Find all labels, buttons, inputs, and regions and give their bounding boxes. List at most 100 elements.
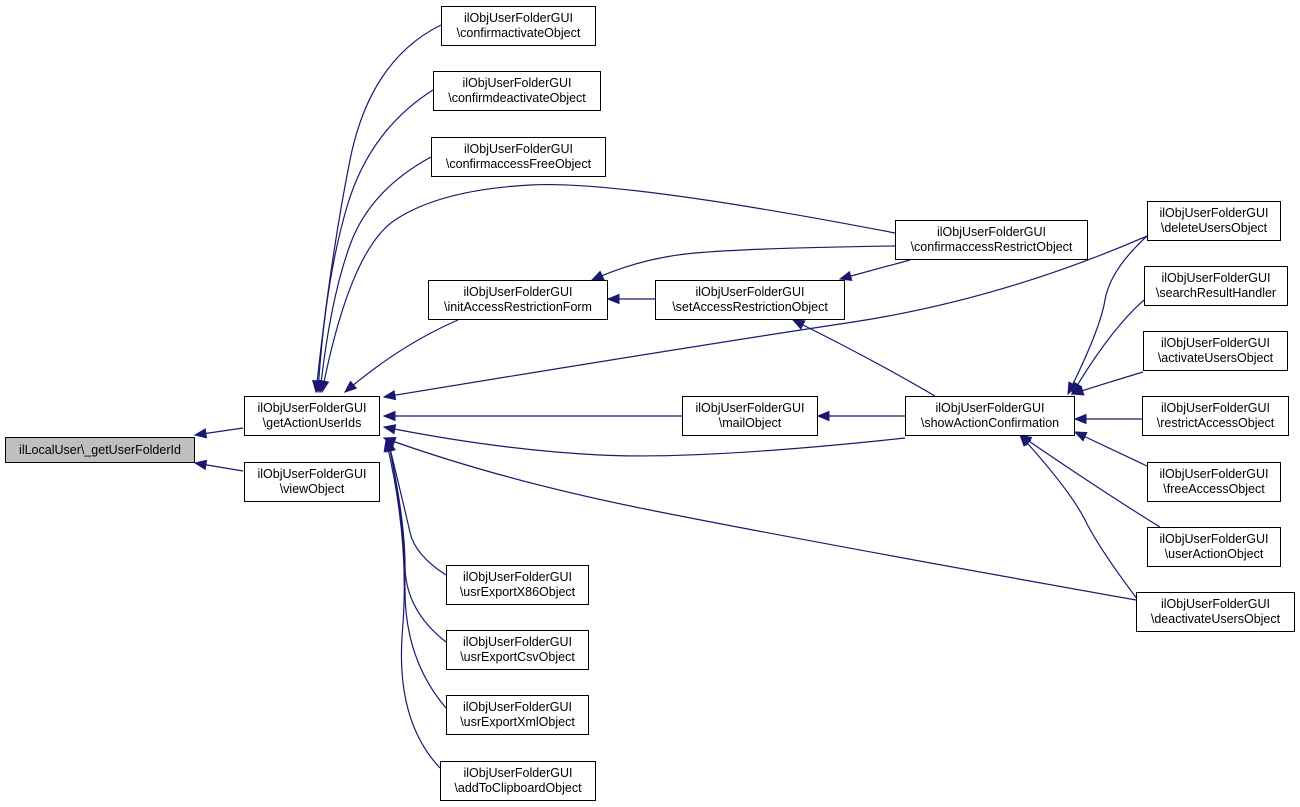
node-initForm-line1: ilObjUserFolderGUI — [463, 285, 573, 299]
node-activateU-line2: \activateUsersObject — [1157, 351, 1274, 365]
node-deleteUsers-line1: ilObjUserFolderGUI — [1159, 206, 1269, 220]
node-showAction[interactable]: ilObjUserFolderGUI \showActionConfirmati… — [905, 396, 1075, 436]
node-addClip-line1: ilObjUserFolderGUI — [463, 766, 573, 780]
node-confFree-line2: \confirmaccessFreeObject — [445, 157, 592, 171]
node-deleteUsers-line2: \deleteUsersObject — [1160, 221, 1268, 235]
node-deactU-line1: ilObjUserFolderGUI — [1160, 597, 1271, 611]
node-confAct-line2: \confirmactivateObject — [456, 26, 581, 40]
edge-freeAccess-to-showAction — [1074, 431, 1148, 467]
edge-showAction-to-getAction — [383, 426, 906, 457]
node-confFree-line1: ilObjUserFolderGUI — [463, 142, 574, 156]
arrowhead-activateU-to-showAction — [1070, 385, 1085, 396]
node-deleteUsers[interactable]: ilObjUserFolderGUI \deleteUsersObject — [1147, 201, 1281, 241]
arrowhead-confRestr-to-setAccess — [838, 270, 853, 282]
node-freeAccess[interactable]: ilObjUserFolderGUI \freeAccessObject — [1147, 462, 1281, 502]
node-addClip[interactable]: ilObjUserFolderGUI \addToClipboardObject — [440, 761, 596, 801]
node-mailObj[interactable]: ilObjUserFolderGUI \mailObject — [682, 396, 818, 436]
node-expCsv[interactable]: ilObjUserFolderGUI \usrExportCsvObject — [446, 630, 589, 670]
node-expCsv-line1: ilObjUserFolderGUI — [462, 635, 573, 649]
arrowhead-viewObj-to-root — [193, 459, 208, 471]
edge-confDeact-to-getAction — [317, 89, 434, 393]
arrowhead-setAccess-to-initForm — [606, 293, 620, 305]
node-expXml-line1: ilObjUserFolderGUI — [462, 700, 573, 714]
edge-deactU-to-showAction — [1019, 434, 1139, 601]
node-addClip-line2: \addToClipboardObject — [454, 781, 582, 795]
node-expCsv-line2: \usrExportCsvObject — [460, 650, 575, 664]
node-confAct-line1: ilObjUserFolderGUI — [463, 11, 574, 25]
arrowhead-showAction-to-mailObj — [816, 410, 830, 422]
node-mailObj-line2: \mailObject — [718, 416, 782, 430]
arrowhead-initForm-to-getAction — [343, 380, 358, 393]
edge-userAction-to-showAction — [1019, 434, 1161, 528]
node-userAction-line2: \userActionObject — [1164, 547, 1264, 561]
edge-addClip-to-getAction — [385, 439, 441, 769]
arrowhead-getAction-to-root — [193, 428, 208, 439]
edge-showAction-to-setAccess — [792, 319, 936, 397]
arrowhead-showAction-to-getAction — [382, 424, 397, 435]
node-restrictA-line2: \restrictAccessObject — [1156, 416, 1275, 430]
node-activateU[interactable]: ilObjUserFolderGUI \activateUsersObject — [1143, 331, 1288, 371]
node-confAct[interactable]: ilObjUserFolderGUI \confirmactivateObjec… — [441, 6, 596, 46]
node-restrictA[interactable]: ilObjUserFolderGUI \restrictAccessObject — [1142, 396, 1289, 436]
node-confDeact-line2: \confirmdeactivateObject — [448, 91, 586, 105]
node-confFree[interactable]: ilObjUserFolderGUI \confirmaccessFreeObj… — [431, 137, 606, 177]
node-initForm[interactable]: ilObjUserFolderGUI \initAccessRestrictio… — [428, 280, 608, 320]
node-freeAccess-line1: ilObjUserFolderGUI — [1159, 467, 1269, 481]
node-searchRes-line1: ilObjUserFolderGUI — [1161, 271, 1271, 285]
arrowhead-freeAccess-to-showAction — [1073, 431, 1088, 442]
node-freeAccess-line2: \freeAccessObject — [1163, 482, 1265, 496]
node-expX86-line1: ilObjUserFolderGUI — [462, 570, 573, 584]
node-setAccess-line2: \setAccessRestrictionObject — [672, 300, 828, 314]
node-viewObj-line1: ilObjUserFolderGUI — [257, 467, 367, 481]
arrowhead-addClip-to-getAction — [383, 438, 394, 453]
node-searchRes[interactable]: ilObjUserFolderGUI \searchResultHandler — [1144, 266, 1288, 306]
node-viewObj-line2: \viewObject — [279, 482, 345, 496]
arrowhead-restrictA-to-showAction — [1073, 413, 1087, 425]
edge-confRestr-to-getAction — [321, 183, 896, 393]
arrowhead-confRestr-to-initForm — [590, 270, 605, 281]
edge-expX86-to-getAction — [387, 439, 447, 576]
node-userAction[interactable]: ilObjUserFolderGUI \userActionObject — [1147, 527, 1281, 567]
edge-expXml-to-getAction — [387, 439, 447, 709]
node-userAction-line1: ilObjUserFolderGUI — [1159, 532, 1269, 546]
node-getAction[interactable]: ilObjUserFolderGUI \getActionUserIds — [244, 396, 380, 436]
node-showAction-line1: ilObjUserFolderGUI — [935, 401, 1045, 415]
node-viewObj[interactable]: ilObjUserFolderGUI \viewObject — [244, 462, 380, 502]
node-confDeact[interactable]: ilObjUserFolderGUI \confirmdeactivateObj… — [433, 71, 601, 111]
node-confRestr-line2: \confirmaccessRestrictObject — [910, 240, 1073, 254]
arrowhead-showAction-to-setAccess — [791, 319, 806, 330]
node-confDeact-line1: ilObjUserFolderGUI — [462, 76, 572, 90]
arrowhead-confRestr-to-getAction — [319, 379, 330, 394]
node-deactU[interactable]: ilObjUserFolderGUI \deactivateUsersObjec… — [1136, 592, 1295, 632]
node-setAccess[interactable]: ilObjUserFolderGUI \setAccessRestriction… — [655, 280, 845, 320]
node-confRestr[interactable]: ilObjUserFolderGUI \confirmaccessRestric… — [895, 220, 1088, 260]
node-mailObj-line1: ilObjUserFolderGUI — [695, 401, 805, 415]
edge-searchRes-to-showAction — [1071, 299, 1145, 395]
arrowhead-mailObj-to-getAction — [382, 410, 396, 422]
node-initForm-line2: \initAccessRestrictionForm — [444, 300, 592, 314]
node-getAction-line1: ilObjUserFolderGUI — [257, 401, 367, 415]
edge-deleteUsers-to-showAction — [1067, 235, 1148, 395]
node-searchRes-line2: \searchResultHandler — [1155, 286, 1277, 300]
arrowhead-deleteUsers-to-getAction — [382, 389, 397, 401]
node-activateU-line1: ilObjUserFolderGUI — [1160, 336, 1271, 350]
edge-initForm-to-getAction — [344, 319, 459, 393]
node-setAccess-line1: ilObjUserFolderGUI — [695, 285, 805, 299]
node-showAction-line2: \showActionConfirmation — [920, 416, 1060, 430]
node-root-line1: ilLocalUser\_getUserFolderId — [19, 442, 181, 457]
arrowhead-deactU-to-showAction — [1019, 434, 1032, 448]
edge-deactU-to-getAction — [383, 437, 1137, 601]
node-expX86[interactable]: ilObjUserFolderGUI \usrExportX86Object — [446, 565, 589, 605]
edge-expCsv-to-getAction — [387, 439, 447, 643]
edge-confFree-to-getAction — [319, 156, 432, 393]
node-expX86-line2: \usrExportX86Object — [459, 585, 576, 599]
node-confRestr-line1: ilObjUserFolderGUI — [936, 225, 1047, 239]
node-expXml-line2: \usrExportXmlObject — [460, 715, 575, 729]
node-deactU-line2: \deactivateUsersObject — [1150, 612, 1281, 626]
edge-deleteUsers-to-getAction — [383, 235, 1148, 398]
node-root: ilLocalUser\_getUserFolderId — [5, 437, 195, 463]
node-expXml[interactable]: ilObjUserFolderGUI \usrExportXmlObject — [446, 695, 589, 735]
node-getAction-line2: \getActionUserIds — [262, 416, 362, 430]
